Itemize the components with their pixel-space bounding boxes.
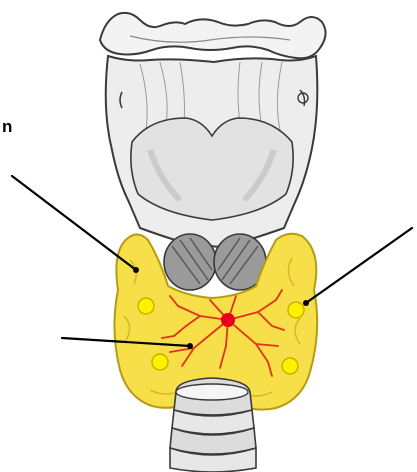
trachea — [170, 378, 256, 472]
pointer-line-right — [306, 228, 412, 303]
thyroid-cartilage — [106, 56, 318, 247]
parathyroid-upper-right — [288, 302, 304, 318]
parathyroid-upper-left — [138, 298, 154, 314]
hyoid-bone — [100, 13, 326, 58]
pointer-dot-right — [303, 300, 309, 306]
pointer-dot-lower-left — [187, 343, 193, 349]
parathyroid-lower-left — [152, 354, 168, 370]
vessel-center — [221, 313, 235, 327]
label-fragment-left: n — [2, 117, 12, 137]
parathyroid-lower-right — [282, 358, 298, 374]
pointer-line-upper-left — [12, 176, 136, 270]
pointer-dot-upper-left — [133, 267, 139, 273]
